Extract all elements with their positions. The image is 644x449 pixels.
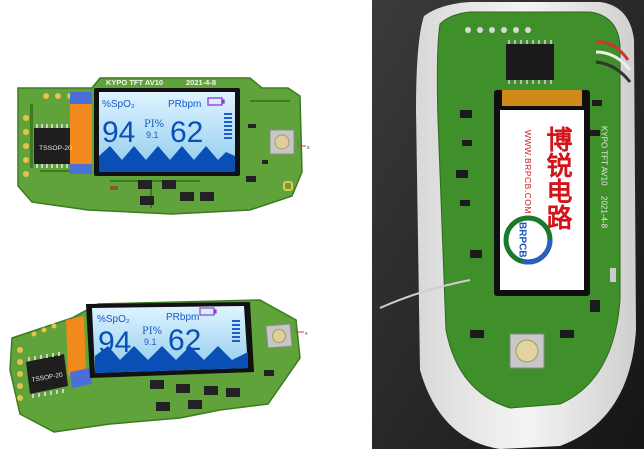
photo-panel: 博锐电路 WWW.BRPCB.COM BRPCB KYPO TFT AV10 2… xyxy=(372,0,644,449)
board-bottom-axis-marker: x xyxy=(295,324,308,337)
board-bottom-pins xyxy=(17,323,57,401)
board-bottom-pi-value: 9.1 xyxy=(144,337,157,347)
board-top-battery-icon xyxy=(207,97,225,106)
photo-wires xyxy=(379,40,632,309)
board-bottom-spo2-label: %SpO₂ xyxy=(97,314,130,325)
board-bottom-components xyxy=(150,370,274,411)
board-bottom-flex xyxy=(66,316,86,376)
photo-watermark-chinese: 博锐电路 xyxy=(543,126,573,230)
board-top-chip xyxy=(34,124,76,168)
board-top-chip-label: TSSOP-20 xyxy=(39,145,72,152)
board-bottom-screen xyxy=(86,302,254,378)
board-top-spo2-value: 94 xyxy=(102,116,135,149)
photo-header-pins xyxy=(465,27,531,33)
board-bottom-chip xyxy=(26,352,68,398)
board-bottom-push-button xyxy=(265,323,293,349)
board-top-pi-label: PI% xyxy=(144,119,164,130)
photo-silk-date: 2021-4-8 xyxy=(600,196,609,229)
board-bottom-pi-label: PI% xyxy=(142,326,162,337)
photo-push-button xyxy=(509,333,545,369)
photo-components xyxy=(456,100,602,338)
board-top-axis-marker: x xyxy=(297,138,310,151)
board-top-flex xyxy=(70,104,92,164)
board-top-silk-date: 2021-4-8 xyxy=(186,78,216,87)
board-top: x KYPO TFT AV10 2021-4-8 TSSOP-20 %SpO₂ … xyxy=(17,77,310,215)
board-top-pleth-wave xyxy=(99,146,235,172)
board-bottom-pr-value: 62 xyxy=(168,324,201,357)
svg-text:x: x xyxy=(307,145,310,151)
board-top-pr-label: PRbpm xyxy=(168,99,201,110)
board-bottom-pr-label: PRbpm xyxy=(166,312,199,323)
board-top-signal-bars xyxy=(224,113,232,139)
board-top-screen xyxy=(94,88,240,176)
photo-top-chip xyxy=(506,40,554,84)
photo-logo-text: BRPCB xyxy=(517,222,528,258)
board-top-push-button xyxy=(269,129,295,155)
board-top-pi-value: 9.1 xyxy=(146,130,159,140)
photo-silk-vertical: KYPO TFT AV10 xyxy=(600,126,609,186)
board-top-spo2-label: %SpO₂ xyxy=(102,99,135,110)
photo-brpcb-logo: BRPCB xyxy=(503,215,553,265)
board-top-pr-value: 62 xyxy=(170,116,203,149)
board-bottom-signal-bars xyxy=(232,320,240,342)
board-top-traces xyxy=(30,100,290,208)
board-top-silk-title: KYPO TFT AV10 xyxy=(106,78,163,87)
svg-text:x: x xyxy=(305,331,308,337)
board-top-components xyxy=(110,124,268,205)
photo-display-module xyxy=(494,90,590,296)
board-bottom-battery-icon xyxy=(199,307,217,316)
board-bottom-spo2-value: 94 xyxy=(98,326,131,359)
photo-watermark-url: WWW.BRPCB.COM xyxy=(523,130,533,214)
board-bottom-pleth-wave xyxy=(95,346,248,373)
board-bottom: x TSSOP-20 %SpO₂ PRbpm 94 PI% 9.1 62 xyxy=(9,299,308,433)
